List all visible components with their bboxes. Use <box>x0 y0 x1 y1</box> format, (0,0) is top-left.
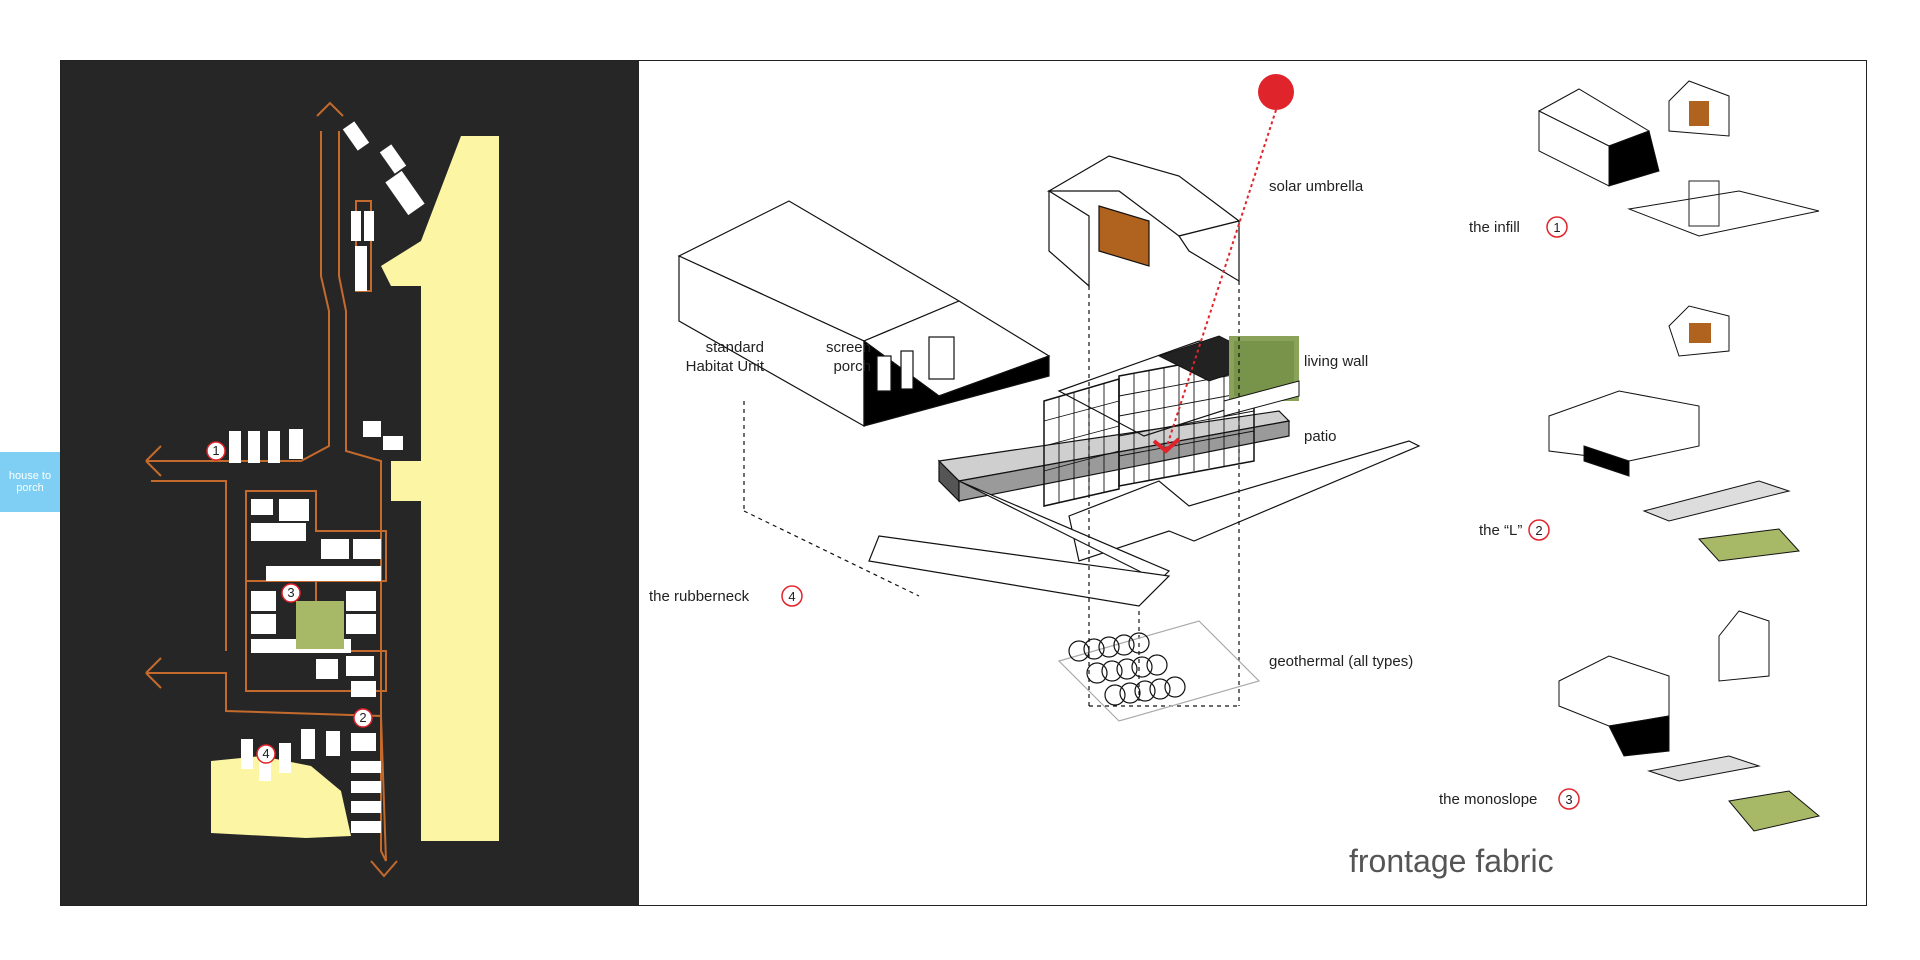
label-living-wall: living wall <box>1304 353 1368 370</box>
site-marker-1: 1 <box>206 441 226 461</box>
site-marker-4: 4 <box>256 744 276 764</box>
l-marker: 2 <box>1528 519 1550 541</box>
infill-diagram <box>1537 80 1820 237</box>
svg-text:3: 3 <box>287 585 294 600</box>
porch-platform <box>937 340 1291 503</box>
geothermal-coils <box>1057 620 1261 722</box>
label-rubberneck: the rubberneck <box>649 588 750 605</box>
svg-text:2: 2 <box>1535 523 1542 538</box>
house-to-porch-tab[interactable]: house to porch <box>0 452 60 512</box>
label-infill: the infill <box>1469 219 1520 236</box>
svg-text:1: 1 <box>1553 220 1560 235</box>
diagram-title: frontage fabric <box>1349 843 1554 879</box>
svg-text:3: 3 <box>1565 792 1572 807</box>
rubberneck-marker: 4 <box>781 585 803 607</box>
site-marker-3: 3 <box>281 583 301 603</box>
green-courtyard <box>296 601 344 649</box>
svg-text:1: 1 <box>212 443 219 458</box>
label-l: the “L” <box>1479 522 1522 539</box>
projection-lines <box>743 281 1240 707</box>
yellow-land-blob <box>211 756 351 838</box>
site-plan: 1 3 2 4 <box>145 101 499 878</box>
label-standard-line1: standard <box>706 339 764 356</box>
site-plan-panel: 1 3 2 4 <box>61 61 639 905</box>
house-to-porch-label: house to porch <box>8 470 52 494</box>
label-geothermal: geothermal (all types) <box>1269 653 1413 670</box>
label-standard-line2: Habitat Unit <box>686 358 765 375</box>
svg-text:4: 4 <box>262 746 269 761</box>
monoslope-diagram <box>1558 610 1821 832</box>
label-patio: patio <box>1304 428 1337 445</box>
l-diagram <box>1548 305 1801 562</box>
label-monoslope: the monoslope <box>1439 791 1537 808</box>
sidewalk <box>868 440 1421 607</box>
svg-text:4: 4 <box>788 589 795 604</box>
infill-marker: 1 <box>1546 216 1568 238</box>
label-solar-umbrella: solar umbrella <box>1269 178 1364 195</box>
route-lines <box>145 101 398 878</box>
standard-habitat-house <box>677 200 1051 428</box>
site-marker-2: 2 <box>353 708 373 728</box>
label-screen-line2: porch <box>833 358 871 375</box>
board-frame: 1 3 2 4 <box>60 60 1867 906</box>
axonometric-diagram: standard Habitat Unit screen porch solar… <box>649 74 1821 879</box>
building-footprints <box>229 121 425 833</box>
svg-text:2: 2 <box>359 710 366 725</box>
yellow-land-strip <box>381 136 499 841</box>
living-wall <box>1223 336 1300 417</box>
label-screen-line1: screen <box>826 339 871 356</box>
monoslope-marker: 3 <box>1558 788 1580 810</box>
sun-trajectory <box>1152 74 1294 454</box>
solar-umbrella-house <box>1046 155 1241 288</box>
